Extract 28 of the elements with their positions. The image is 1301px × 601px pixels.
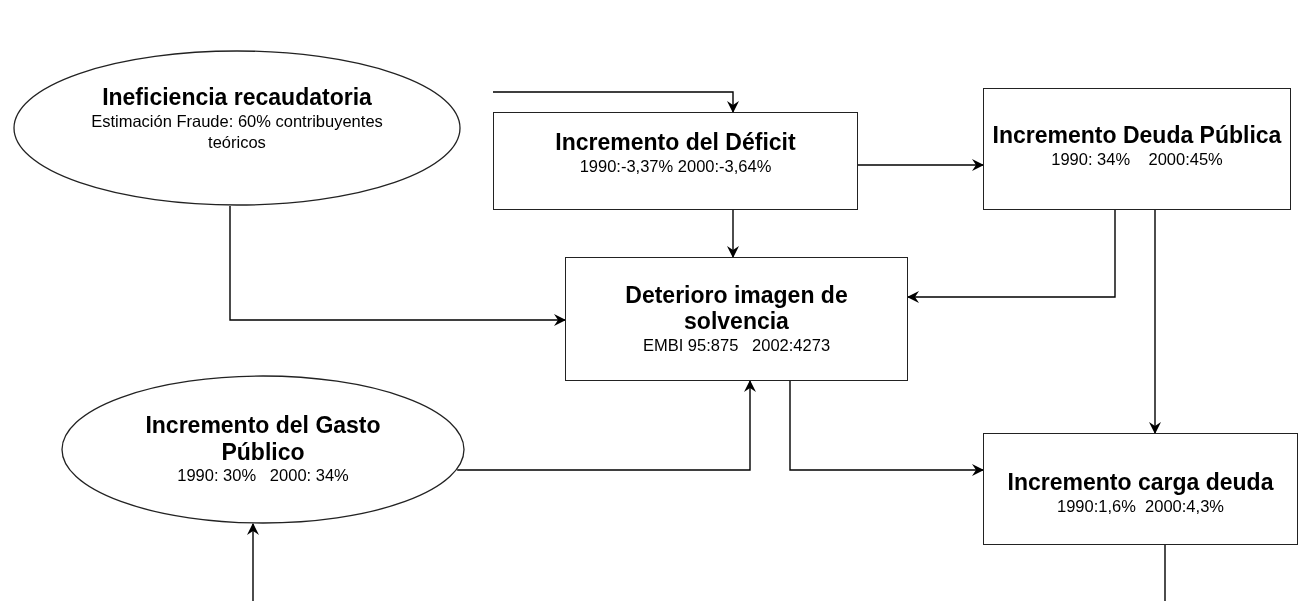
- connector-line: [1164, 544, 1166, 601]
- node-title: Incremento Deuda Pública: [992, 122, 1282, 149]
- node-detail: 1990:1,6% 2000:4,3%: [1057, 495, 1224, 517]
- node-title: Ineficiencia recaudatoria: [102, 84, 372, 111]
- node-detail: EMBI 95:875 2002:4273: [642, 334, 831, 356]
- node-detail: 1990: 34% 2000:45%: [1051, 148, 1223, 170]
- arrow: [727, 209, 739, 258]
- node-title: Incremento carga deuda: [1007, 469, 1274, 496]
- node-detail: 1990:-3,37% 2000:-3,64%: [579, 155, 772, 177]
- process-box: [983, 433, 1298, 545]
- arrow: [857, 159, 984, 171]
- arrow: [247, 522, 259, 601]
- arrow: [789, 380, 984, 476]
- arrow: [492, 91, 739, 113]
- arrow: [229, 205, 566, 326]
- process-box: [565, 257, 908, 381]
- cause-ellipse: [13, 50, 461, 206]
- process-box: [983, 88, 1291, 210]
- cause-ellipse: [61, 375, 465, 524]
- node-detail: 1990: 30% 2000: 34%: [177, 465, 349, 487]
- arrow: [907, 209, 1116, 303]
- process-box: [493, 112, 858, 210]
- node-title: Incremento del Gasto Público: [144, 412, 382, 466]
- arrow: [456, 380, 756, 471]
- node-title: Deterioro imagen de solvencia: [624, 281, 849, 335]
- node-detail: Estimación Fraude: 60% contribuyentes teóricos: [90, 110, 384, 154]
- node-title: Incremento del Déficit: [555, 129, 796, 156]
- arrow: [1149, 209, 1161, 434]
